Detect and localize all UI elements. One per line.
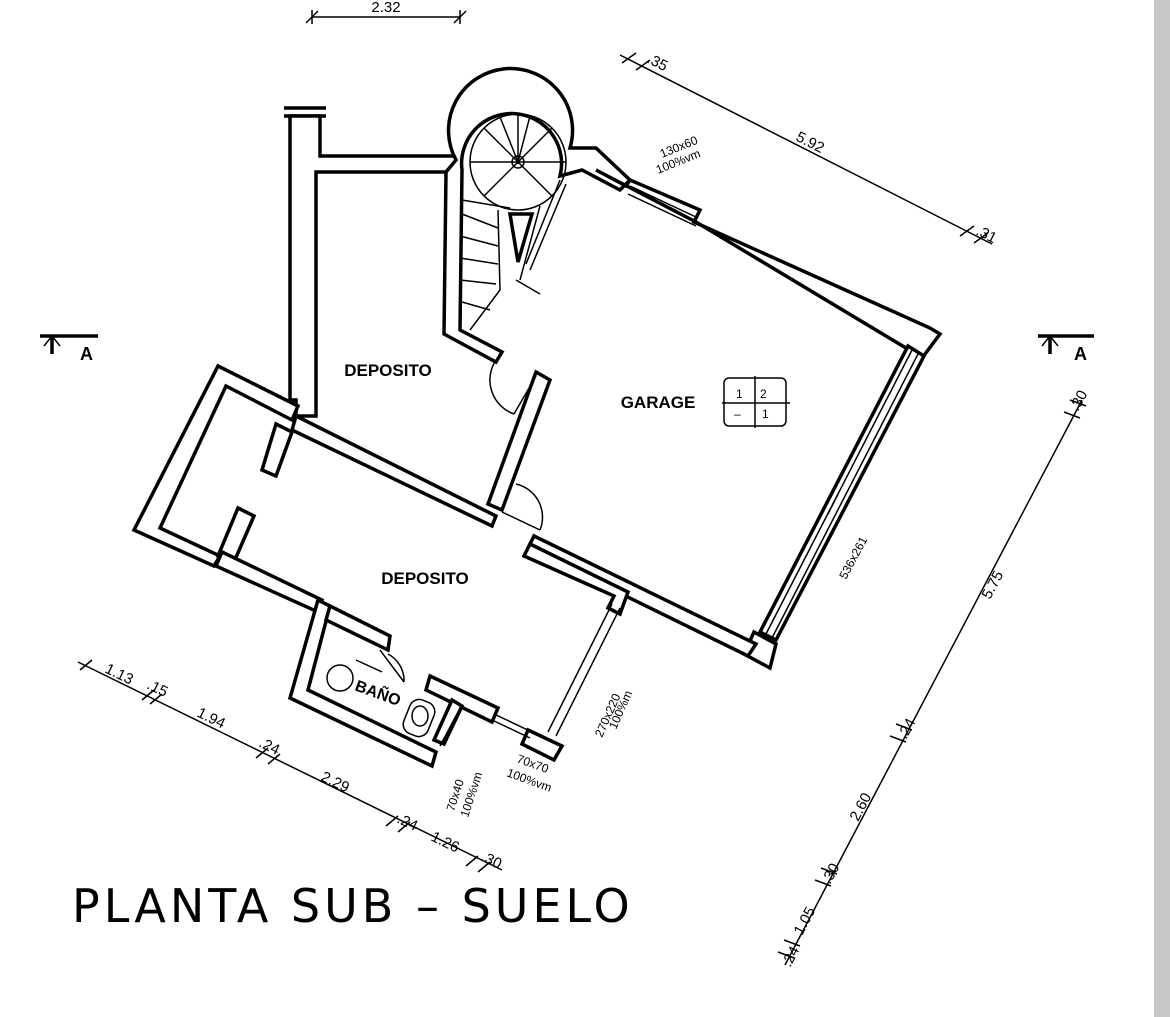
room-label-bano: BAÑO: [353, 675, 404, 710]
section-letter-left: A: [80, 344, 93, 364]
section-letter-right: A: [1074, 344, 1087, 364]
dim-label-260: 2.60: [847, 790, 876, 824]
section-mark-right: A: [1038, 334, 1094, 364]
note-garage-door: 536x261: [836, 534, 870, 582]
dim-label-031: .31: [973, 222, 999, 247]
dim-label-194: 1.94: [194, 704, 228, 732]
dim-label-030a: .30: [1067, 387, 1092, 413]
spiral-stair: [459, 113, 567, 331]
dim-label-575: 5.75: [979, 568, 1008, 602]
dimension-top-left: 2.32: [305, 0, 467, 24]
dim-label-592: 5.92: [793, 128, 827, 156]
dim-label-024b: .24: [779, 943, 804, 969]
stair-marker-d: 1: [762, 407, 769, 421]
dim-label-229: 2.29: [318, 768, 352, 796]
room-label-garage: GARAGE: [621, 393, 696, 412]
bathroom-fixtures: [326, 659, 436, 738]
scrollbar[interactable]: [1154, 0, 1170, 1017]
dim-label-113: 1.13: [102, 660, 136, 688]
walls: [131, 66, 943, 769]
dimension-right: .30 5.75 .24 2.60 .30 1.05 .24: [777, 387, 1092, 970]
stair-marker-a: 1: [736, 387, 743, 401]
dim-label-035: .35: [644, 50, 670, 75]
dim-label-232: 2.32: [371, 0, 400, 16]
section-mark-left: A: [40, 334, 98, 364]
room-label-deposito-upper: DEPOSITO: [344, 361, 432, 380]
stair-marker-b: 2: [760, 387, 767, 401]
plan-title: PLANTA SUB – SUELO: [72, 879, 634, 933]
room-label-deposito-lower: DEPOSITO: [381, 569, 469, 588]
dim-label-126: 1.26: [428, 828, 462, 856]
stair-marker: 1 2 – 1: [722, 376, 790, 428]
stair-marker-c: –: [734, 407, 741, 421]
dim-label-024a: .24: [895, 715, 920, 741]
